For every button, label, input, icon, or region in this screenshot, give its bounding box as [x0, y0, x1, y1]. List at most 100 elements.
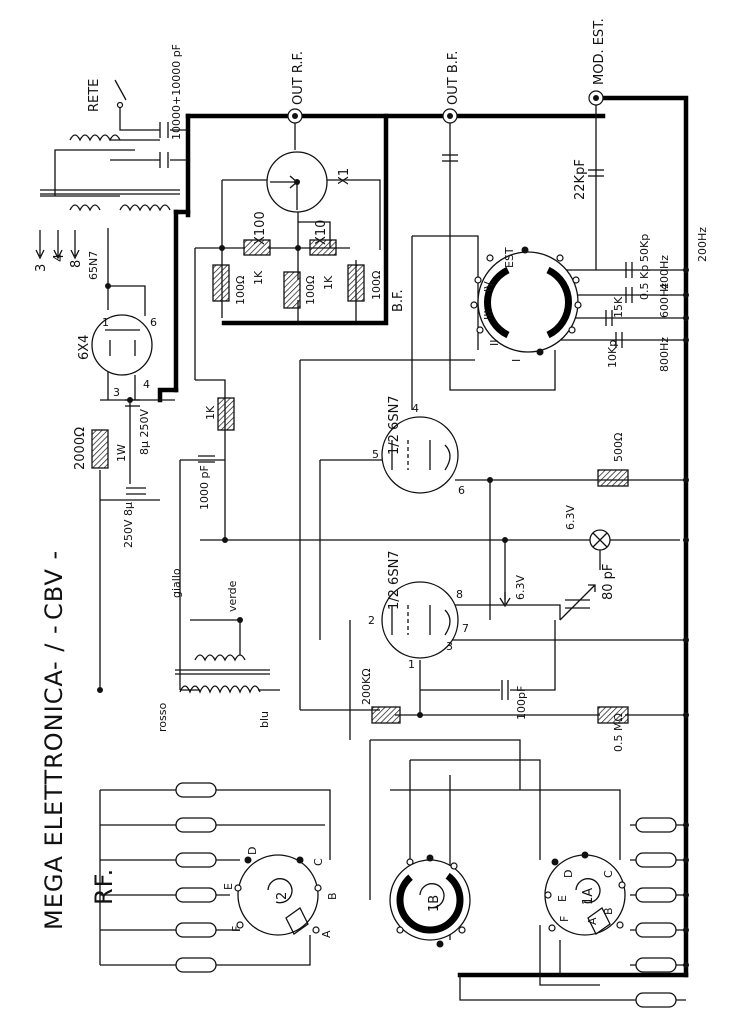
output-connectors: OUT R.F. OUT B.F. MOD. EST. 22KpF [287, 18, 607, 200]
switch-1a-num: 1A [581, 888, 596, 905]
tube-top-label: 1/2 6SN7 [387, 395, 402, 455]
junction-dots [97, 245, 689, 968]
bf-switch-body[interactable] [477, 251, 579, 353]
switch-2-a: A [320, 930, 333, 938]
attenuator-section: X1 X100 X10 1K 1K 100Ω 100Ω 100Ω B.F. [212, 151, 406, 312]
mod-est-label: MOD. EST. [592, 18, 607, 85]
r05m-label: 0.5 MΩ [612, 713, 625, 752]
range-switch-1b: 1B [389, 854, 471, 948]
tap-6sn7: 65N7 [87, 251, 100, 280]
filter-res-label: 2000Ω [73, 427, 88, 470]
range-switch-2: 2 D C E B F A [222, 847, 339, 938]
power-filter: 2000Ω 1W 8μ 250V 250V 8μ [73, 399, 151, 548]
rect-pin1: 1 [102, 316, 109, 329]
coil-blu: blu [258, 711, 271, 728]
rect-pin6: 6 [150, 316, 157, 329]
tube-bot-pin1: 1 [408, 658, 415, 671]
r1k-b-label: 1K [322, 275, 335, 290]
varcap-label: 80 pF [601, 564, 616, 600]
bf-pos-ii: II [488, 340, 501, 347]
mains-caps-label: 10000+10000 pF [170, 44, 183, 140]
c100-label: 100pF [515, 686, 528, 720]
tube-top-pin5: 5 [372, 448, 379, 461]
switch-1b-num: 1B [427, 895, 442, 912]
title-model: CBV - [40, 550, 68, 620]
power-transformer: 3 4 8 65N7 10000+10000 pF RETE [34, 44, 183, 280]
r100-b-label: 100Ω [304, 276, 317, 305]
bf-cap-50k: 50Kp [638, 234, 651, 262]
coil-rosso: rosso [156, 703, 169, 732]
x10-label: X10 [314, 220, 329, 245]
tube-bottom-6sn7: 1/2 6SN7 2 1 3 8 7 [368, 550, 469, 671]
bf-cap-15k: 15K [612, 296, 625, 318]
x100-label: X100 [253, 211, 268, 245]
switch-1a-c: C [602, 870, 615, 878]
title-separator: - / - [40, 624, 68, 670]
lamp-label: 6.3V [564, 505, 577, 530]
range-switch-1a: 1A D C E B F A [544, 851, 626, 936]
switch-1a-d: D [562, 870, 575, 878]
rf-resistors-right [635, 817, 677, 1008]
r1k-a-label: 1K [252, 270, 265, 285]
bf-est-label: EST [503, 247, 516, 268]
tube-top-pin6: 6 [458, 484, 465, 497]
out-rf-label: OUT R.F. [291, 51, 306, 105]
tube-bot-pin3: 3 [446, 640, 453, 653]
coil-giallo: giallo [170, 568, 183, 598]
main-bus [157, 95, 689, 978]
filter-cap-bottom: 250V 8μ [122, 502, 135, 548]
c1000-label: 1000 pF [198, 465, 211, 510]
lower-components: 200KΩ 100pF 0.5 MΩ [360, 668, 629, 752]
bf-cap-05k: 0.5 Kp [638, 265, 651, 300]
title-block: MEGA ELETTRONICA - / - CBV - RF. [40, 550, 118, 930]
rf-coil: giallo verde rosso blu [156, 568, 271, 732]
tube-bot-pin7: 7 [462, 622, 469, 635]
r1k-mid-label: 1K [204, 405, 217, 420]
tap-4: 4 [52, 254, 67, 262]
tap-8: 8 [69, 260, 84, 268]
tap-3: 3 [34, 264, 49, 272]
switch-1a-a: A [586, 917, 599, 925]
r200k-label: 200KΩ [360, 668, 373, 705]
heater-label: 6.3V [514, 575, 527, 600]
rectifier-label: 6X4 [77, 335, 92, 360]
switch-2-num: 2 [275, 892, 290, 900]
out-bf-label: OUT B.F. [446, 51, 461, 105]
freq-200: 200Hz [696, 227, 709, 262]
switch-2-c: C [312, 858, 325, 866]
bf-pos-iii: III [482, 310, 495, 320]
switch-2-d: D [246, 847, 259, 855]
tube-bot-pin8: 8 [456, 588, 463, 601]
freq-400: 400Hz [658, 255, 671, 290]
tube-top-6sn7: 1/2 6SN7 4 5 6 [372, 395, 465, 497]
bf-cap-10k: 10Kp [606, 340, 619, 368]
rect-pin4: 4 [143, 378, 150, 391]
out-bf-cap-label: 22KpF [573, 159, 588, 200]
rectifier-6x4: 6X4 1 6 4 3 [77, 314, 157, 399]
filter-cap-top: 8μ 250V [138, 409, 151, 455]
switch-2-b: B [326, 892, 339, 900]
rf-resistors-left [175, 782, 217, 973]
switch-2-body[interactable] [237, 854, 319, 936]
switch-1a-b: B [602, 907, 615, 915]
tube-bot-pin2: 2 [368, 614, 375, 627]
freq-800: 800Hz [658, 337, 671, 372]
switch-1a-e: E [556, 895, 569, 902]
coil-verde: verde [226, 580, 239, 612]
bf-pos-i: I [510, 359, 523, 362]
tube-top-pin4: 4 [412, 402, 419, 415]
r100-c-label: 100Ω [370, 271, 383, 300]
x1-label: X1 [337, 168, 352, 185]
switch-2-e: E [222, 883, 235, 890]
r100-a-label: 100Ω [234, 276, 247, 305]
switch-1a-f: F [558, 916, 571, 922]
tube-bottom-label: 1/2 6SN7 [387, 550, 402, 610]
bf-pos-iv: IV [482, 281, 495, 292]
rete-label: RETE [87, 79, 102, 112]
title-section: RF. [90, 868, 118, 905]
filter-resistor [91, 429, 109, 469]
filter-res-watt: 1W [115, 444, 128, 462]
switch-2-f: F [230, 926, 243, 932]
